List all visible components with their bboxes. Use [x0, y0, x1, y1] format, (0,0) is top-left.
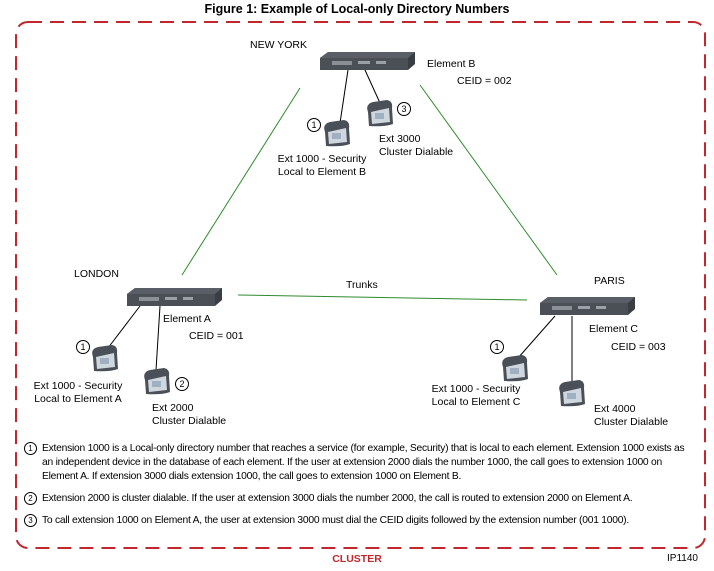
paris-phone-4000: [559, 380, 585, 407]
note-2: 2 Extension 2000 is cluster dialable. If…: [24, 492, 708, 506]
note-3: 3 To call extension 1000 on Element A, t…: [24, 514, 708, 528]
ny-phone-3000: [367, 100, 393, 127]
marker-3-icon: 3: [397, 102, 411, 116]
site-label-new-york: NEW YORK: [250, 39, 307, 51]
marker-1-icon: 1: [24, 442, 37, 455]
element-b-label: Element B: [427, 58, 476, 70]
figure-title: Figure 1: Example of Local-only Director…: [204, 2, 510, 16]
note-1: 1 Extension 1000 is a Local-only directo…: [24, 442, 696, 484]
trunk-ny-paris: [419, 84, 558, 276]
element-c-ceid: CEID = 003: [611, 341, 666, 353]
element-c-switch: [540, 297, 635, 315]
london-phone-1000: [92, 345, 118, 372]
marker-1-icon: 1: [76, 340, 90, 354]
element-b-switch: [320, 52, 415, 70]
figure-id: IP1140: [667, 553, 698, 564]
marker-1-icon: 1: [490, 340, 504, 354]
trunks-label: Trunks: [346, 279, 378, 291]
ny-phone-1000: [324, 120, 350, 147]
trunk-ny-london: [181, 87, 301, 276]
marker-3-icon: 3: [24, 514, 37, 527]
marker-2-icon: 2: [175, 377, 189, 391]
element-a-switch: [127, 288, 222, 306]
marker-2-icon: 2: [24, 492, 37, 505]
element-c-label: Element C: [589, 323, 639, 335]
element-a-label: Element A: [163, 313, 211, 325]
site-label-london: LONDON: [74, 268, 119, 280]
element-b-ceid: CEID = 002: [457, 75, 512, 87]
cluster-label: CLUSTER: [332, 553, 382, 565]
element-a-ceid: CEID = 001: [189, 330, 244, 342]
marker-1-icon: 1: [307, 118, 321, 132]
paris-phone-1000: [502, 355, 528, 382]
cluster-boundary: [15, 21, 706, 549]
london-phone-2000: [144, 368, 170, 395]
trunk-london-paris: [237, 294, 528, 301]
site-label-paris: PARIS: [594, 275, 625, 287]
